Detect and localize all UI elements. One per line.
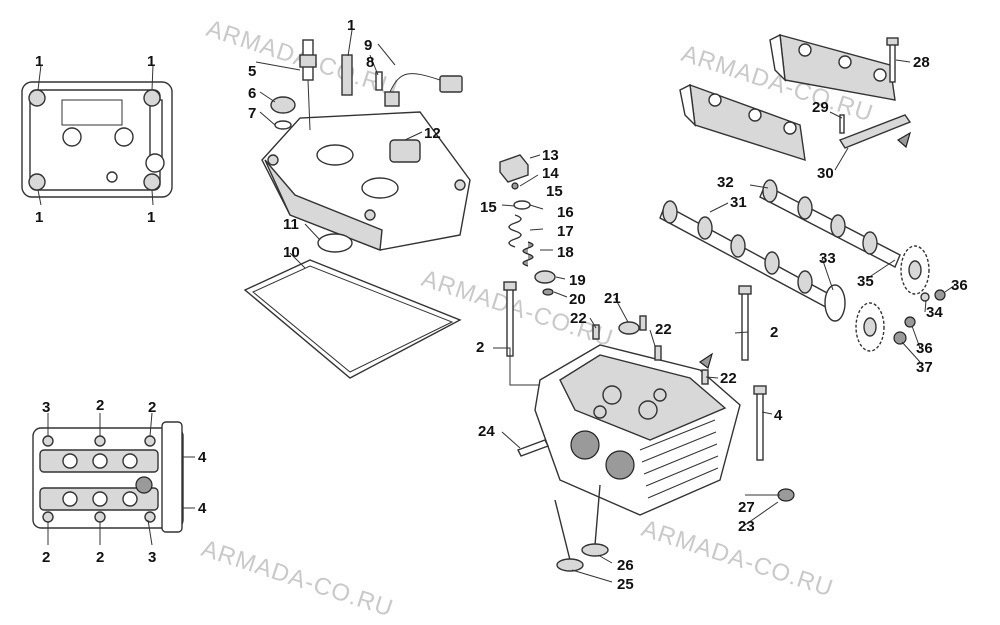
cylinder-head-top-view — [32, 412, 195, 546]
callout-11: 11 — [283, 216, 299, 233]
callout-9: 9 — [364, 37, 372, 54]
callout-30: 30 — [817, 165, 834, 182]
callout-36-b: 36 — [916, 340, 933, 357]
callout-15-b: 15 — [480, 199, 497, 216]
callout-35: 35 — [857, 273, 874, 290]
callout-4-a: 4 — [198, 449, 207, 466]
callout-1-e: 1 — [347, 17, 355, 34]
callout-28: 28 — [913, 54, 930, 71]
callout-25: 25 — [617, 576, 634, 593]
callout-2-a: 2 — [96, 397, 104, 414]
cylinder-head — [493, 281, 795, 583]
callout-13: 13 — [542, 147, 559, 164]
callout-37: 37 — [916, 359, 933, 376]
callout-14: 14 — [542, 165, 559, 182]
camshaft-caps — [679, 33, 912, 171]
valve-train-parts — [499, 154, 568, 298]
callout-32: 32 — [717, 174, 734, 191]
valve-cover-top-view — [21, 64, 173, 206]
callout-1-c: 1 — [35, 209, 43, 226]
callout-2-d: 2 — [96, 549, 104, 566]
callout-16: 16 — [557, 204, 574, 221]
callout-1-a: 1 — [35, 53, 43, 70]
callout-1-d: 1 — [147, 209, 155, 226]
callout-6: 6 — [248, 85, 256, 102]
callout-18: 18 — [557, 244, 574, 261]
callout-7: 7 — [248, 105, 256, 122]
watermark-middle: ARMADA-CO.RU — [418, 265, 617, 352]
callout-24: 24 — [478, 423, 495, 440]
callout-34: 34 — [926, 304, 943, 321]
callout-2-f: 2 — [770, 324, 778, 341]
callout-22-a: 22 — [570, 310, 587, 327]
callout-29: 29 — [812, 99, 829, 116]
callout-33: 33 — [819, 250, 836, 267]
callout-19: 19 — [569, 272, 586, 289]
callout-3-a: 3 — [42, 399, 50, 416]
callout-4-b: 4 — [198, 500, 207, 517]
callout-23: 23 — [738, 518, 755, 535]
callout-10: 10 — [283, 244, 300, 261]
callout-22-b: 22 — [655, 321, 672, 338]
callout-26: 26 — [617, 557, 634, 574]
callout-2-c: 2 — [42, 549, 50, 566]
callout-12: 12 — [424, 125, 441, 142]
callout-2-e: 2 — [476, 339, 484, 356]
callout-15-a: 15 — [546, 183, 563, 200]
callout-3-b: 3 — [148, 549, 156, 566]
callout-36-a: 36 — [951, 277, 968, 294]
callout-labels: 1 1 1 1 1 2 2 2 2 2 2 3 3 4 4 4 5 6 7 8 … — [35, 17, 968, 593]
callout-17: 17 — [557, 223, 574, 240]
callout-5: 5 — [248, 63, 256, 80]
callout-8: 8 — [366, 54, 374, 71]
callout-4-c: 4 — [774, 407, 783, 424]
callout-27: 27 — [738, 499, 755, 516]
callout-2-b: 2 — [148, 399, 156, 416]
camshaft-assembly — [659, 179, 956, 363]
callout-31: 31 — [730, 194, 747, 211]
callout-20: 20 — [569, 291, 586, 308]
watermark-bottom-left: ARMADA-CO.RU — [198, 535, 397, 622]
callout-22-c: 22 — [720, 370, 737, 387]
callout-21: 21 — [604, 290, 621, 307]
valve-cover-assembly — [243, 29, 471, 379]
callout-1-b: 1 — [147, 53, 155, 70]
